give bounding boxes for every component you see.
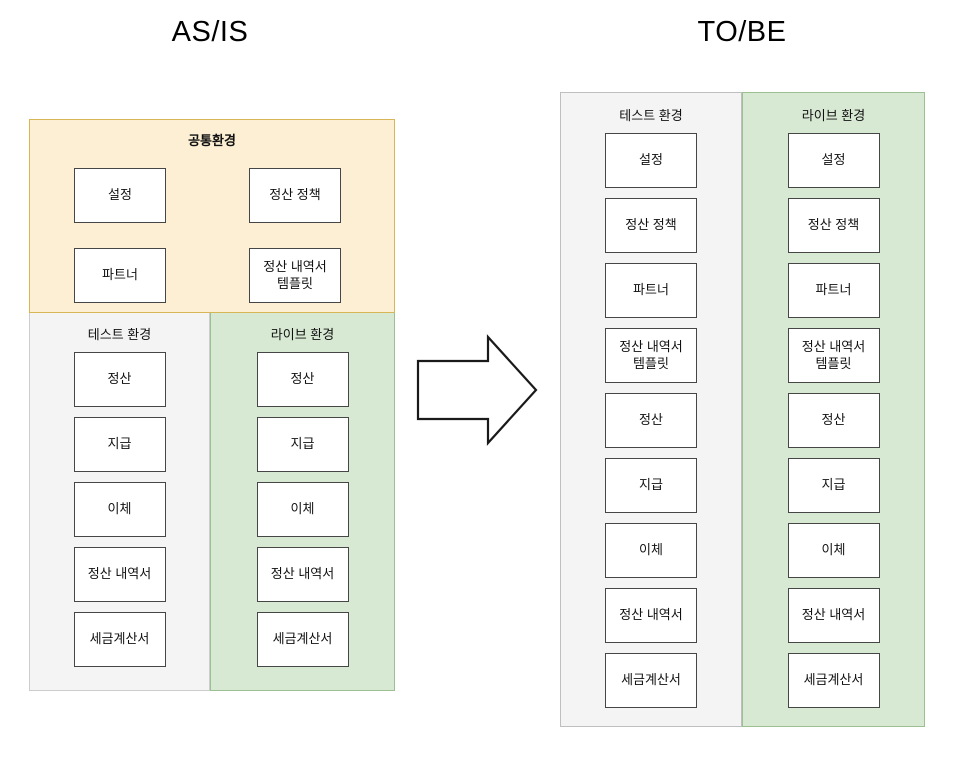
node-payout: 지급 [73,417,166,472]
node-payout: 지급 [605,458,697,513]
node-settlement: 정산 [605,393,697,448]
node-settlement-policy: 정산 정책 [605,198,697,253]
node-settlement: 정산 [787,393,880,448]
node-settlement-statement: 정산 내역서 [605,588,697,643]
node-setting: 설정 [787,133,880,188]
node-settlement-statement: 정산 내역서 [73,547,166,602]
node-payout: 지급 [256,417,349,472]
as-is-diagram: 공통환경 설정 정산 정책 파트너 정산 내역서 템플릿 테스트 환경 정산 지… [29,119,395,691]
node-setting: 설정 [605,133,697,188]
node-tax-invoice: 세금계산서 [787,653,880,708]
panel-label-to-be-live-environment: 라이브 환경 [801,108,866,123]
panel-label-as-is-test-environment: 테스트 환경 [87,327,152,342]
node-payout: 지급 [787,458,880,513]
node-settlement: 정산 [73,352,166,407]
panel-label-common-environment: 공통환경 [188,133,236,148]
panel-common-environment: 공통환경 설정 정산 정책 파트너 정산 내역서 템플릿 [29,119,395,313]
node-tax-invoice: 세금계산서 [73,612,166,667]
node-settlement-statement: 정산 내역서 [787,588,880,643]
node-settlement-statement-template: 정산 내역서 템플릿 [605,328,697,383]
node-partner: 파트너 [74,248,166,303]
node-settlement-policy: 정산 정책 [787,198,880,253]
node-settlement-statement: 정산 내역서 [256,547,349,602]
node-settlement: 정산 [256,352,349,407]
panel-label-as-is-live-environment: 라이브 환경 [270,327,335,342]
node-partner: 파트너 [787,263,880,318]
node-settlement-policy: 정산 정책 [249,168,341,223]
node-transfer: 이체 [256,482,349,537]
right-arrow-icon [416,334,538,446]
panel-to-be-live-environment: 라이브 환경 설정 정산 정책 파트너 정산 내역서 템플릿 정산 지급 이체 … [742,92,925,727]
panel-as-is-live-environment: 라이브 환경 정산 지급 이체 정산 내역서 세금계산서 [210,313,395,691]
node-transfer: 이체 [605,523,697,578]
node-setting: 설정 [74,168,166,223]
node-transfer: 이체 [787,523,880,578]
as-is-section-title: AS/IS [171,16,249,48]
node-tax-invoice: 세금계산서 [605,653,697,708]
panel-to-be-test-environment: 테스트 환경 설정 정산 정책 파트너 정산 내역서 템플릿 정산 지급 이체 … [560,92,742,727]
panel-label-to-be-test-environment: 테스트 환경 [619,108,683,123]
node-settlement-statement-template: 정산 내역서 템플릿 [787,328,880,383]
to-be-section-title: TO/BE [697,16,787,48]
to-be-diagram: 테스트 환경 설정 정산 정책 파트너 정산 내역서 템플릿 정산 지급 이체 … [560,92,925,727]
panel-as-is-test-environment: 테스트 환경 정산 지급 이체 정산 내역서 세금계산서 [29,313,210,691]
node-settlement-statement-template: 정산 내역서 템플릿 [249,248,341,303]
node-partner: 파트너 [605,263,697,318]
node-transfer: 이체 [73,482,166,537]
node-tax-invoice: 세금계산서 [256,612,349,667]
